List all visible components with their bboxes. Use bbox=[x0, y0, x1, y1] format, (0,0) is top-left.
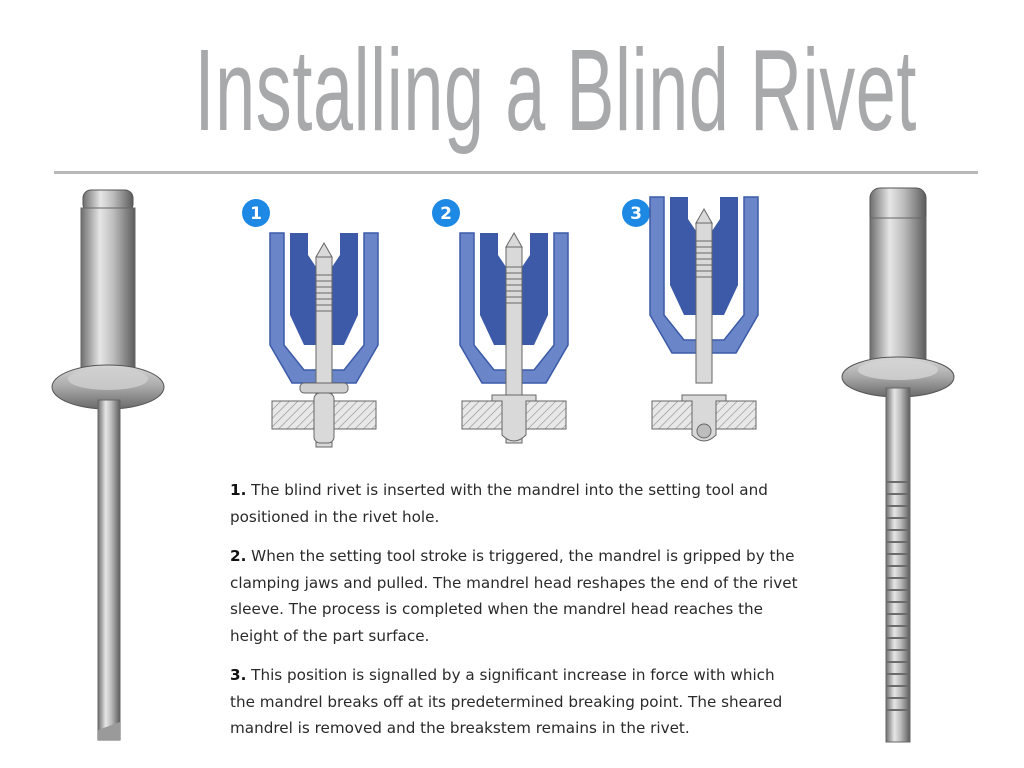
badge-2 bbox=[432, 199, 460, 227]
badge-3 bbox=[622, 199, 650, 227]
step-3-text: This position is signalled by a signific… bbox=[230, 666, 783, 737]
step-1-number: 1. bbox=[230, 481, 247, 499]
step-1-diagram: 1 bbox=[242, 199, 379, 448]
badge-2-text: 2 bbox=[440, 204, 452, 224]
step-3-number: 3. bbox=[230, 666, 247, 684]
steps-text: 1. The blind rivet is inserted with the … bbox=[230, 477, 800, 755]
badge-3-text: 3 bbox=[630, 204, 642, 224]
page-title: Installing a Blind Rivet bbox=[194, 25, 918, 155]
step-2-text: When the setting tool stroke is triggere… bbox=[230, 547, 798, 645]
step-2-paragraph: 2. When the setting tool stroke is trigg… bbox=[230, 543, 800, 649]
step-1-text: The blind rivet is inserted with the man… bbox=[230, 481, 768, 526]
step-3-diagram: 3 bbox=[622, 196, 759, 442]
step-3-paragraph: 3. This position is signalled by a signi… bbox=[230, 662, 800, 742]
step-2-number: 2. bbox=[230, 547, 247, 565]
step-2-diagram: 2 bbox=[432, 199, 569, 444]
rivet-photo-unset-icon bbox=[51, 189, 165, 741]
title-divider bbox=[54, 171, 978, 174]
rivet-photo-set-icon bbox=[841, 187, 955, 743]
badge-1-text: 1 bbox=[250, 204, 262, 224]
step-1-paragraph: 1. The blind rivet is inserted with the … bbox=[230, 477, 800, 530]
setting-tool-cross-section-icon: 1 2 3 bbox=[242, 196, 759, 448]
badge-1 bbox=[242, 199, 270, 227]
